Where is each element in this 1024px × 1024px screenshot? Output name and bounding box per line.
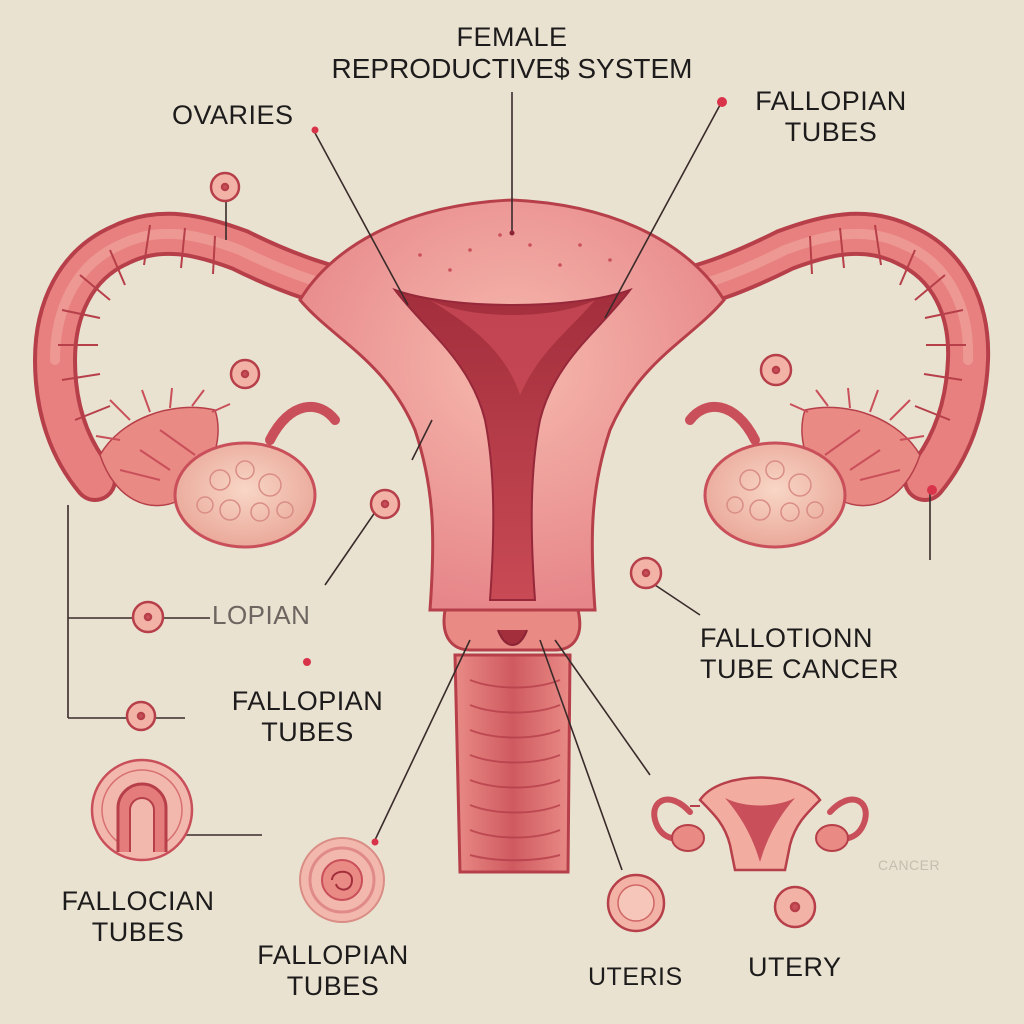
- label-fallopian-tubes-bottom-center: FALLOPIAN TUBES: [238, 940, 428, 1002]
- label-fallopian-line1: FALLOPIAN: [755, 86, 907, 116]
- label-utery: UTERY: [748, 952, 842, 982]
- label-fallopian-bottom-line2: TUBES: [286, 971, 380, 1001]
- label-uteris: UTERIS: [588, 963, 683, 991]
- label-fallopian-line2: TUBES: [784, 117, 878, 147]
- vagina: [453, 653, 572, 874]
- label-fallopian-tubes-mid-left: FALLOPIAN TUBES: [205, 686, 410, 748]
- diagram-title-line2: REPRODUCTIVE$ SYSTEM: [331, 53, 693, 84]
- label-fallocian-line1: FALLOCIAN: [61, 886, 215, 916]
- uterus: [298, 198, 726, 652]
- label-ovaries: OVARIES: [172, 100, 294, 130]
- marker-dots: [303, 97, 937, 846]
- leader-lines: [67, 92, 931, 871]
- left-fallopian-tube: [32, 211, 417, 502]
- label-lopian-fragment: LOPIAN: [212, 600, 311, 630]
- tube-cross-section-icon: [90, 758, 194, 862]
- marker-circles: [125, 171, 817, 933]
- right-ovary: [685, 401, 847, 549]
- label-fallocian-tubes: FALLOCIAN TUBES: [48, 886, 228, 948]
- label-fallocian-line2: TUBES: [91, 917, 185, 947]
- left-ovary: [173, 401, 340, 549]
- label-cancer-faint: CANCER: [878, 857, 941, 873]
- diagram-title: FEMALE REPRODUCTIVE$ SYSTEM: [262, 22, 762, 84]
- right-fallopian-tube: [608, 211, 991, 502]
- label-fallopian-mid-line1: FALLOPIAN: [231, 686, 384, 716]
- label-fallopian-bottom-line1: FALLOPIAN: [257, 940, 409, 970]
- label-fallotion-tube-cancer: FALLOTIONN TUBE CANCER: [700, 623, 899, 685]
- label-fallopian-mid-line2: TUBES: [261, 717, 354, 747]
- label-fallotion-line1: FALLOTIONN: [700, 623, 874, 653]
- diagram-title-line1: FEMALE: [456, 22, 568, 52]
- mini-uterus-icon: [651, 776, 869, 872]
- label-fallotion-line2: TUBE CANCER: [700, 654, 900, 684]
- cross-section-spiral-icon: [299, 837, 385, 923]
- label-fallopian-tubes-top-right: FALLOPIAN TUBES: [735, 86, 927, 148]
